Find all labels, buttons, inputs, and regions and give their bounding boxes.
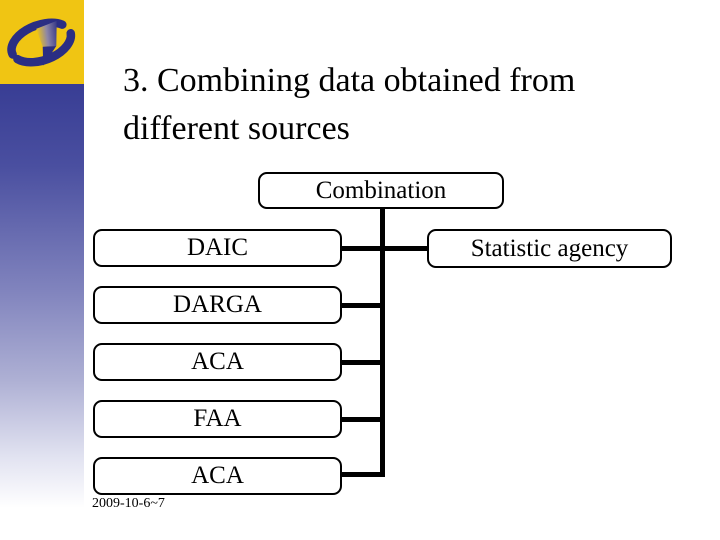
node-daic: DAIC bbox=[93, 229, 342, 267]
connector-aca-1 bbox=[342, 360, 385, 365]
connector-faa bbox=[342, 417, 385, 422]
logo bbox=[0, 0, 84, 84]
slide-title: 3. Combining data obtained from differen… bbox=[123, 62, 576, 147]
footer-date: 2009-10-6~7 bbox=[92, 496, 165, 511]
swirl-logo-icon bbox=[0, 0, 84, 84]
connector-daic-statistic-agency bbox=[342, 246, 427, 251]
connector-darga bbox=[342, 303, 385, 308]
node-statistic-agency: Statistic agency bbox=[427, 229, 672, 268]
node-aca-1: ACA bbox=[93, 343, 342, 381]
connector-aca-2 bbox=[342, 472, 385, 477]
node-combination: Combination bbox=[258, 172, 504, 209]
node-aca-2: ACA bbox=[93, 457, 342, 495]
node-faa: FAA bbox=[93, 400, 342, 438]
connector-vertical-line bbox=[380, 208, 385, 477]
sidebar-gradient bbox=[0, 84, 84, 540]
node-darga: DARGA bbox=[93, 286, 342, 324]
